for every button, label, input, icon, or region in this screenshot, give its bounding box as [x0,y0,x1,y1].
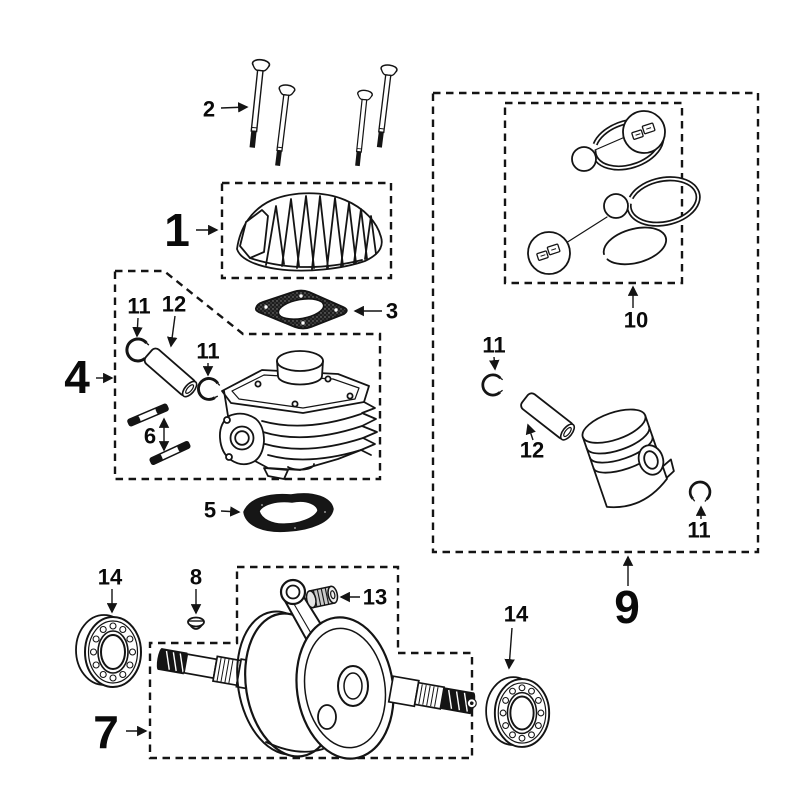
head-bolt-2 [269,83,296,168]
crankshaft-drawing [156,578,477,760]
callout-item-12-b: 12 [520,438,544,463]
head-bolt-1 [242,58,271,150]
leader-item-12-b [525,423,536,441]
leader-item-12-a [166,315,178,348]
callout-item-14-b: 14 [504,602,529,627]
piston-pin-2 [518,390,578,444]
leader-item-2 [220,102,249,113]
leader-item-11-a [132,317,143,338]
callout-item-5: 5 [204,498,216,523]
callout-item-13: 13 [363,585,387,610]
ring-gap-joint-2 [603,193,629,219]
circlip-2 [194,374,223,404]
head-bolt-4 [370,63,399,150]
crank-nut-drawing [305,585,339,609]
crankshaft-group: 7 [93,565,477,760]
leader-item-14-b [504,627,515,670]
callout-item-3: 3 [386,299,398,324]
cylinder-head-drawing [236,192,383,272]
callout-item-11-a: 11 [127,294,150,319]
callout-item-8: 8 [190,565,202,590]
piston-ring-second [625,173,703,231]
callout-item-11-b: 11 [196,339,219,364]
callout-item-14-a: 14 [98,565,123,590]
group-box-9 [431,91,760,554]
bearing-right-group: 14 [485,602,551,748]
callout-item-2: 2 [203,97,215,122]
callout-item-1: 1 [164,204,190,256]
circlip-4 [687,479,713,504]
callout-item-9: 9 [614,581,640,633]
bearing-left-group: 14 [75,565,142,688]
cylinder-kit-group: 4 11 12 11 6 [64,269,382,481]
piston-pin-1 [141,345,201,401]
head-bolt-3 [349,88,374,168]
group-box-4 [113,269,382,481]
ring-gap-joint-1 [571,146,597,172]
bearing-left [75,614,142,688]
group-box-1 [220,181,393,280]
circlip-3 [480,372,505,398]
bearing-right [485,676,551,748]
cylinder-block-drawing [219,350,378,480]
screw-group: 8 [187,565,205,630]
callout-item-7: 7 [93,706,119,758]
base-gasket-group: 5 [204,493,334,533]
leader-item-5 [220,506,241,517]
piston-drawing [581,408,675,509]
callout-item-12-a: 12 [162,292,186,317]
head-bolts-group: 2 [203,58,399,168]
magnifier-line-2 [565,216,608,244]
piston-kit-group: 9 10 11 12 [431,91,760,633]
callout-item-4: 4 [64,351,90,403]
head-gasket-drawing [254,289,348,330]
callout-item-6: 6 [144,424,156,449]
magnifier-line-1 [594,136,626,151]
base-gasket-drawing [243,493,334,533]
piston-ring-expander [602,226,668,266]
cylinder-head-group: 1 [164,181,393,280]
group-box-10 [503,101,684,285]
screw-drawing [187,616,205,630]
head-gasket-group: 3 [254,289,398,330]
callout-item-10: 10 [624,308,648,333]
ring-set-group: 10 [503,101,703,333]
callout-item-11-c: 11 [482,333,505,358]
callout-item-11-d: 11 [687,518,710,543]
leader-item-11-c [489,356,500,371]
